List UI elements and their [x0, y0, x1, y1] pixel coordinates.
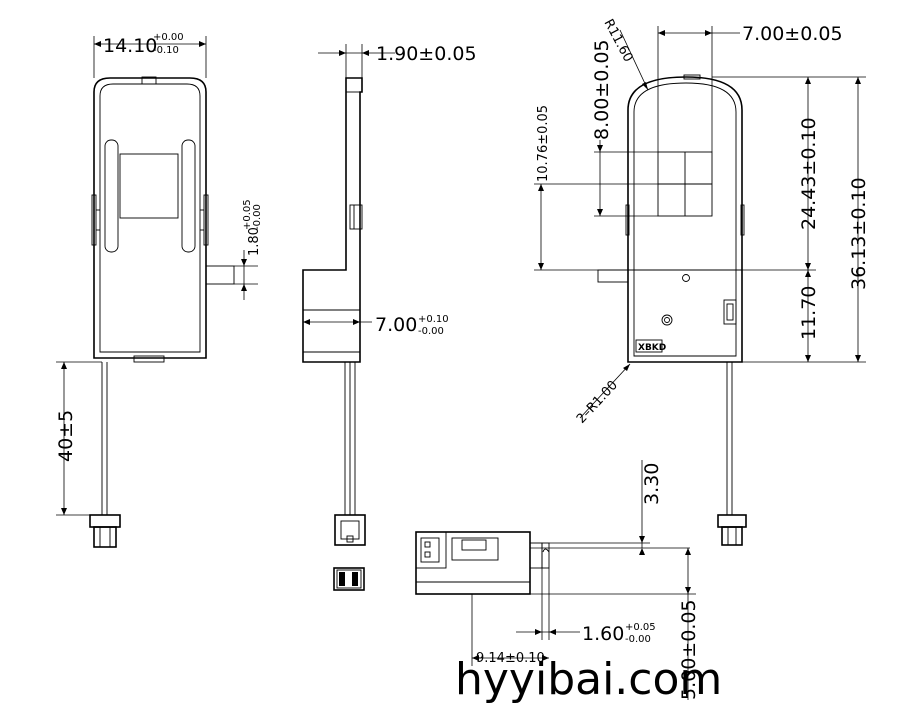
dim-width-right-text: 7.00±0.05: [742, 23, 843, 45]
dim-window-height-text: 8.00±0.05: [591, 39, 613, 140]
dim-bottom-view: 3.30 5.00±0.05 1.60 +0.05 -0.00 9.14±0.1…: [471, 460, 700, 700]
dim-pin-height-upper: +0.05: [242, 199, 253, 230]
dim-radius-small-text: 2–R1.00: [574, 378, 621, 427]
dim-vertical-right: 24.43±0.10 11.70 36.13±0.10: [712, 76, 870, 363]
dim-thickness-top: 1.90±0.05: [318, 43, 477, 78]
dim-radius-small: 2–R1.00: [574, 363, 631, 427]
dim-pin-height: 1.80 +0.05 -0.00: [234, 199, 263, 300]
bottom-view: [415, 531, 550, 595]
dim-side-width-upper: +0.10: [418, 314, 449, 325]
dim-tab-thickness-lower: -0.00: [625, 634, 651, 645]
dim-width-right: 7.00±0.05: [657, 23, 843, 152]
dim-tab-thickness-upper: +0.05: [625, 622, 656, 633]
dim-width-top-lower: -0.10: [153, 45, 179, 56]
dim-tab-offset-text: 9.14±0.10: [476, 651, 545, 666]
dim-inner-height: 10.76±0.05: [534, 105, 658, 271]
dim-tab-depth-text: 5.00±0.05: [678, 599, 700, 700]
dim-side-width-base: 7.00: [375, 314, 417, 336]
dim-side-width-lower: -0.00: [418, 326, 444, 337]
dim-body-height-text: 24.43±0.10: [798, 117, 820, 230]
dim-tab-thickness-base: 1.60: [582, 623, 624, 645]
dim-thickness-top-text: 1.90±0.05: [376, 43, 477, 65]
dim-pin-height-base: 1.80: [247, 227, 262, 256]
dim-window-height: 8.00±0.05: [591, 39, 658, 217]
rear-view: XBKD: [597, 74, 747, 546]
front-view: [89, 76, 235, 548]
dim-tab-height-text: 3.30: [641, 463, 663, 505]
product-marking: XBKD: [638, 343, 666, 353]
watermark: hyyibai.com: [455, 654, 722, 705]
dim-pin-height-lower: -0.00: [252, 204, 263, 230]
dim-width-top: 14.10 +0.00 -0.10: [93, 32, 207, 78]
dim-cable-length: 40±5: [55, 361, 102, 516]
dim-side-width: 7.00 +0.10 -0.00: [303, 314, 449, 337]
dim-total-height-text: 36.13±0.10: [848, 177, 870, 290]
side-view: [302, 77, 366, 591]
dim-width-top-upper: +0.00: [153, 32, 184, 43]
dim-lower-height-text: 11.70: [798, 286, 820, 340]
dim-width-top-base: 14.10: [103, 35, 157, 57]
dim-cable-length-text: 40±5: [55, 410, 77, 462]
dim-inner-height-text: 10.76±0.05: [536, 105, 551, 182]
